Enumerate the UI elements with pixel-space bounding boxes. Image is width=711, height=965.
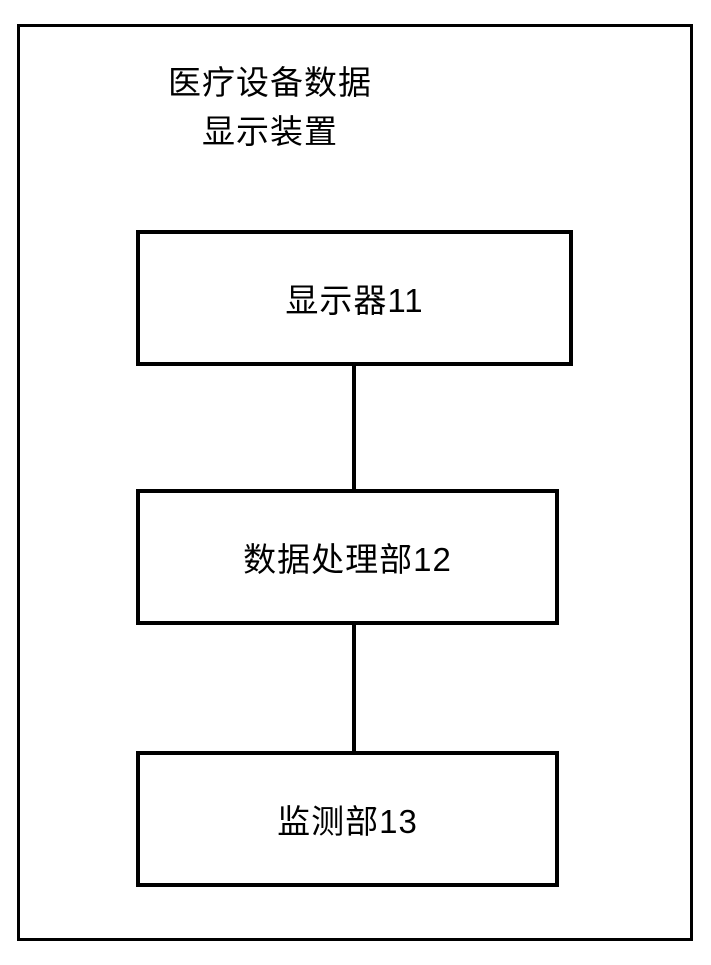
block-display: 显示器11 [136, 230, 573, 366]
block-monitor-label: 监测部13 [277, 803, 418, 840]
figure-title: 医疗设备数据 显示装置 [168, 64, 372, 150]
block-monitor: 监测部13 [136, 751, 559, 887]
block-display-label: 显示器11 [285, 282, 424, 319]
block-data-processor: 数据处理部12 [136, 489, 559, 625]
connector-processor-to-monitor [352, 625, 356, 751]
connector-display-to-processor [352, 366, 356, 489]
block-data-processor-label: 数据处理部12 [243, 541, 452, 578]
